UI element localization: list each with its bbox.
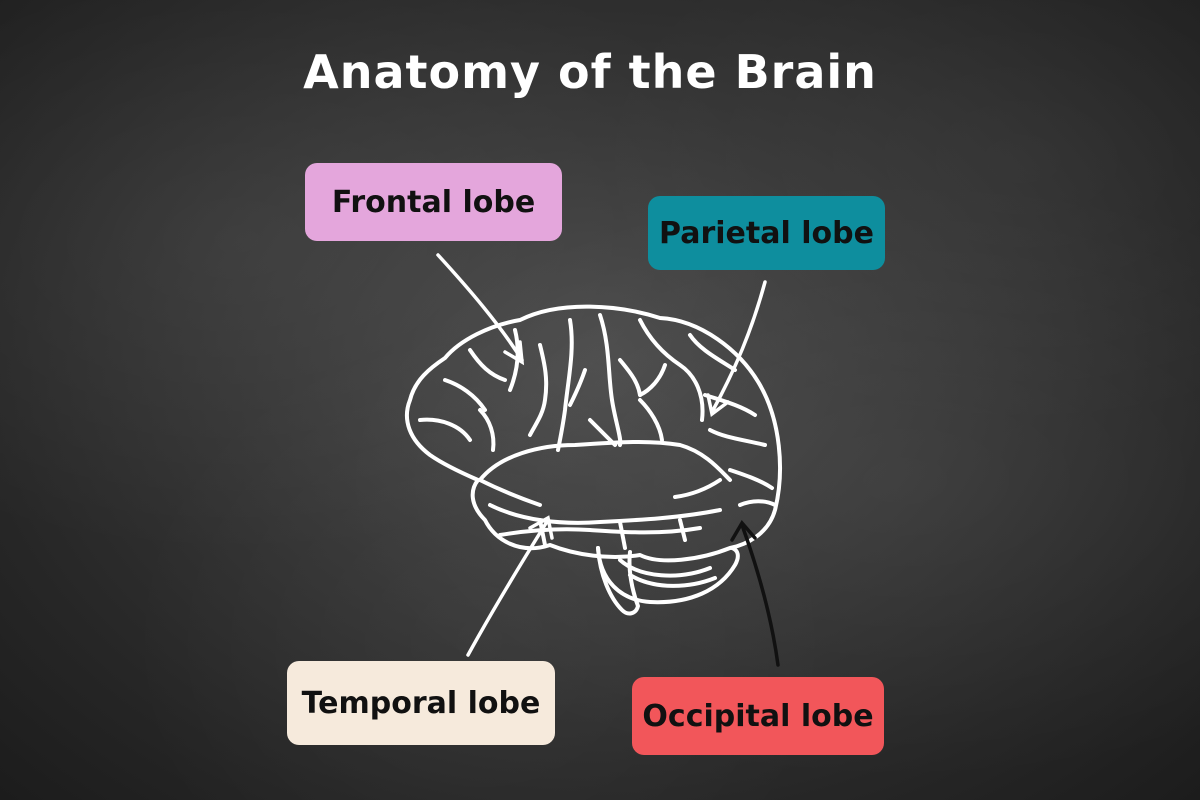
- pointer-arrows: [436, 253, 767, 657]
- brain-outline: [404, 304, 782, 616]
- occipital-arrowhead: [730, 520, 757, 542]
- temporal-arrowhead: [528, 515, 554, 540]
- frontal-arrowhead: [503, 340, 525, 366]
- occipital-lobe-label: Occipital lobe: [632, 677, 884, 755]
- temporal-lobe-label: Temporal lobe: [287, 661, 555, 745]
- temporal-arrow: [466, 518, 550, 657]
- parietal-arrowhead: [706, 393, 730, 418]
- parietal-arrow: [710, 280, 767, 414]
- parietal-lobe-label: Parietal lobe: [648, 196, 885, 270]
- frontal-arrow: [436, 253, 524, 362]
- frontal-lobe-label: Frontal lobe: [305, 163, 562, 241]
- occipital-arrow: [740, 523, 780, 667]
- diagram-title: Anatomy of the Brain: [303, 45, 877, 99]
- occipital-arrow-group: [730, 520, 780, 667]
